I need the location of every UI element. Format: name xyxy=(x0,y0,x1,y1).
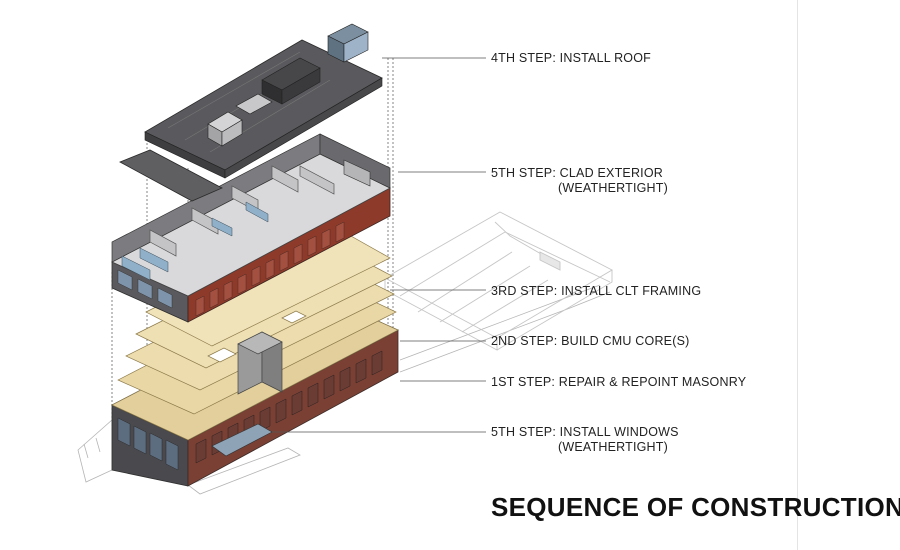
leader-lines xyxy=(272,57,486,433)
step-label-text: 1ST STEP: REPAIR & REPOINT MASONRY xyxy=(491,375,747,389)
step-label-masonry: 1ST STEP: REPAIR & REPOINT MASONRY xyxy=(491,375,746,390)
step-label-windows: 5TH STEP: INSTALL WINDOWS (WEATHERTIGHT) xyxy=(491,425,679,455)
step-label-text: 5TH STEP: INSTALL WINDOWS xyxy=(491,425,679,439)
step-label-clad-exterior: 5TH STEP: CLAD EXTERIOR (WEATHERTIGHT) xyxy=(491,166,668,196)
base-windows-front xyxy=(117,417,179,471)
step-label-text: 2ND STEP: BUILD CMU CORE(S) xyxy=(491,334,690,348)
cladding-windows-front xyxy=(117,269,173,309)
ground-pavement xyxy=(77,284,611,495)
step-label-text: 5TH STEP: CLAD EXTERIOR xyxy=(491,166,663,180)
cmu-core xyxy=(237,331,283,395)
step-label-subtext: (WEATHERTIGHT) xyxy=(558,440,668,454)
cladding-windows xyxy=(195,221,345,317)
interior-glazing xyxy=(121,201,269,281)
step-label-subtext: (WEATHERTIGHT) xyxy=(558,181,668,195)
step-label-roof: 4TH STEP: INSTALL ROOF xyxy=(491,51,651,66)
interior-partitions xyxy=(149,165,335,257)
cladding-block xyxy=(111,133,391,323)
adjacent-site-ghost xyxy=(384,211,613,351)
step-label-clt-framing: 3RD STEP: INSTALL CLT FRAMING xyxy=(491,284,701,299)
roof-block xyxy=(144,23,383,179)
page-edge-divider xyxy=(797,0,798,550)
diagram-title: SEQUENCE OF CONSTRUCTION xyxy=(491,492,900,522)
step-label-text: 3RD STEP: INSTALL CLT FRAMING xyxy=(491,284,702,298)
step-label-cmu-core: 2ND STEP: BUILD CMU CORE(S) xyxy=(491,334,689,349)
roof-deck-plate xyxy=(119,149,223,202)
step-label-text: 4TH STEP: INSTALL ROOF xyxy=(491,51,651,65)
roof-bulkhead xyxy=(327,23,369,63)
stair-core xyxy=(343,159,371,187)
rooftop-mechanical xyxy=(207,57,321,147)
